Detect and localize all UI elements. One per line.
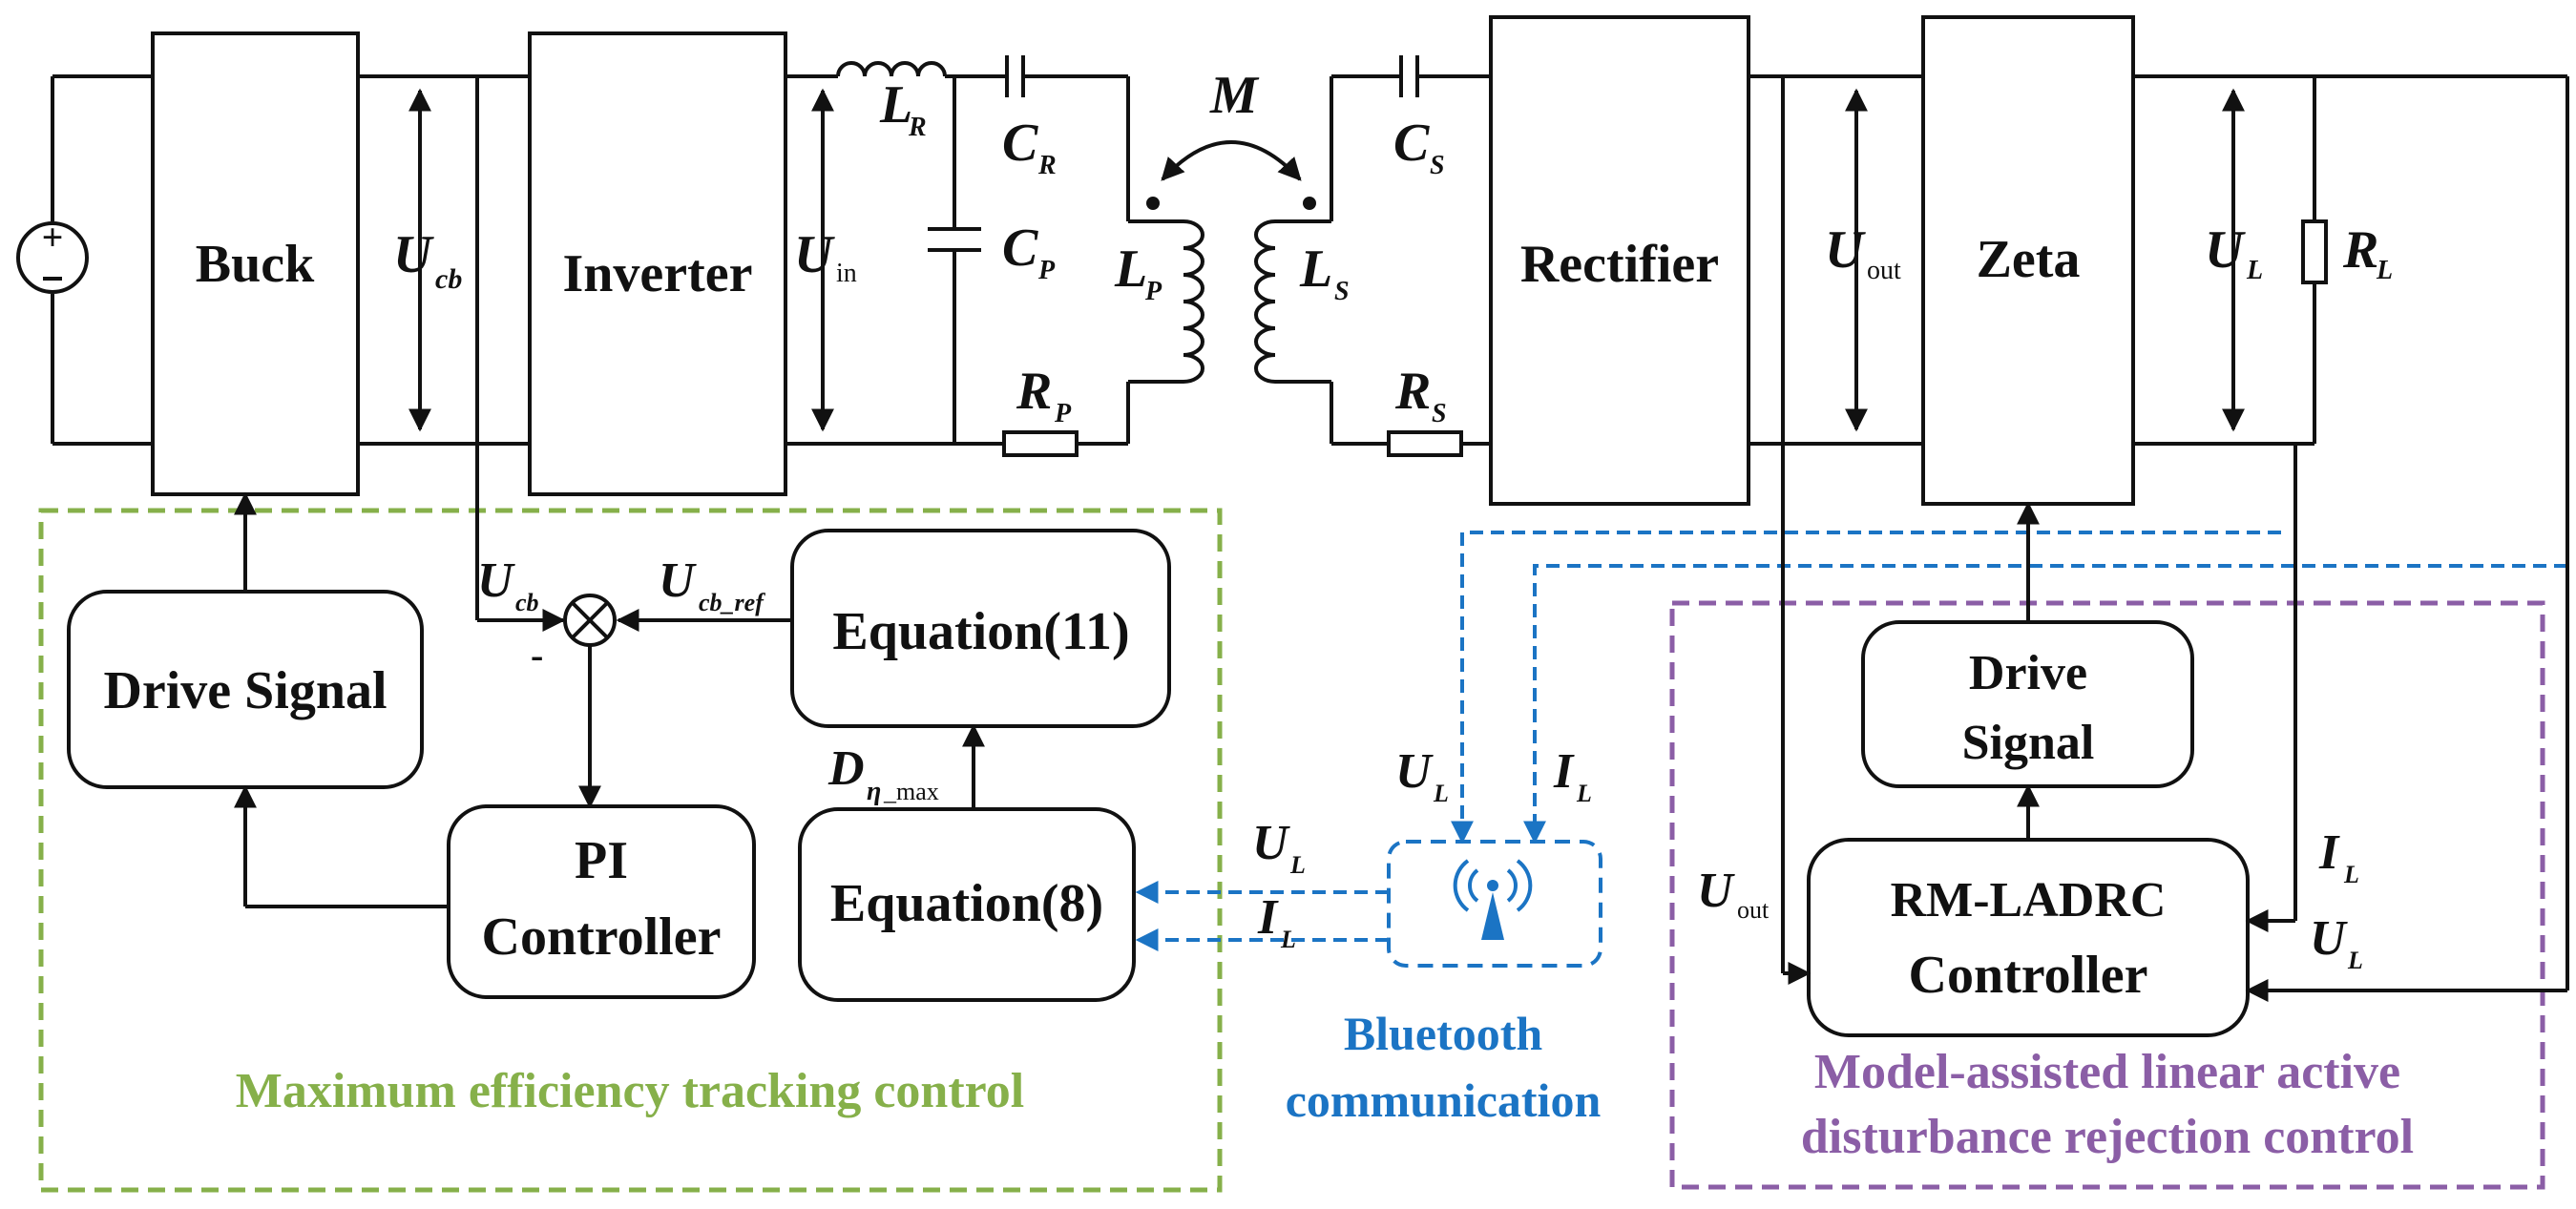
svg-text:S: S	[1432, 399, 1447, 428]
svg-text:P: P	[1144, 277, 1162, 306]
svg-text:L: L	[1299, 240, 1332, 299]
svg-text:+: +	[42, 216, 64, 259]
ladrc-caption-line2: disturbance rejection control	[1801, 1110, 2414, 1164]
uout-voltage-arrow: U out	[1825, 88, 1901, 432]
svg-text:C: C	[1002, 114, 1038, 173]
bluetooth-caption-line1: Bluetooth	[1344, 1007, 1543, 1060]
svg-text:RM-LADRC: RM-LADRC	[1891, 873, 2167, 928]
svg-text:L: L	[2343, 861, 2359, 888]
svg-text:L: L	[1433, 780, 1449, 807]
svg-text:PI: PI	[575, 831, 628, 890]
svg-text:R: R	[1037, 151, 1057, 180]
svg-text:Rectifier: Rectifier	[1520, 235, 1719, 294]
dc-source: +	[16, 74, 153, 446]
svg-text:R: R	[2342, 220, 2378, 280]
svg-text:L: L	[2347, 947, 2363, 974]
zeta-block: Zeta	[1921, 15, 2135, 506]
svg-text:Controller: Controller	[482, 907, 722, 967]
equation11-block: Equation(11)	[790, 529, 1171, 728]
minus-sign: -	[531, 634, 543, 677]
max-efficiency-region	[38, 508, 1223, 1193]
svg-text:R: R	[1394, 362, 1431, 421]
antenna-icon	[1453, 859, 1533, 940]
svg-text:U: U	[1825, 220, 1866, 280]
svg-text:out: out	[1737, 896, 1770, 924]
ucb-voltage-arrow: U cb	[393, 88, 462, 432]
svg-text:C: C	[1393, 114, 1430, 173]
svg-text:L: L	[1280, 926, 1296, 953]
coupled-coils: M L S	[1126, 66, 1350, 444]
svg-text:U: U	[477, 553, 515, 608]
svg-text:U: U	[1252, 816, 1290, 870]
summing-junction	[563, 594, 617, 647]
ucb-label: U	[393, 225, 434, 284]
svg-text:in: in	[836, 259, 857, 288]
inverter-label: Inverter	[562, 244, 752, 303]
svg-text:Controller: Controller	[1909, 946, 2148, 1005]
ucb-sub: cb	[435, 263, 462, 295]
ladrc-region	[1669, 600, 2545, 1190]
pi-controller-block: PI Controller	[447, 804, 756, 999]
svg-text:I: I	[2318, 825, 2340, 880]
load-resistor: R L	[2301, 76, 2393, 444]
mutual-inductance-label: M	[1209, 66, 1260, 125]
svg-text:L: L	[1289, 851, 1306, 879]
svg-text:R: R	[1016, 362, 1052, 421]
svg-text:Drive Signal: Drive Signal	[103, 661, 387, 720]
svg-text:L: L	[2376, 256, 2393, 285]
bluetooth-caption-line2: communication	[1286, 1074, 1602, 1127]
svg-text:L: L	[1576, 780, 1592, 807]
svg-text:Signal: Signal	[1962, 716, 2095, 770]
component-labels-primary: L R C R C P R P L P	[879, 75, 1162, 428]
ul-voltage-arrow: U L	[2205, 88, 2263, 432]
inverter-block: Inverter	[528, 31, 787, 496]
svg-text:Equation(11): Equation(11)	[832, 602, 1129, 661]
svg-text:U: U	[1395, 744, 1434, 799]
svg-text:U: U	[2310, 911, 2348, 966]
svg-text:_max: _max	[883, 778, 939, 805]
svg-text:Zeta: Zeta	[1977, 230, 2081, 289]
svg-text:I: I	[1257, 890, 1279, 945]
drive-signal-left-block: Drive Signal	[67, 590, 424, 789]
svg-text:L: L	[2246, 256, 2263, 285]
svg-text:S: S	[1430, 151, 1445, 180]
svg-text:C: C	[1002, 219, 1038, 278]
svg-text:out: out	[1867, 256, 1901, 285]
svg-text:U: U	[1697, 864, 1735, 918]
svg-text:R: R	[908, 113, 927, 142]
bluetooth-links	[1135, 531, 2567, 951]
uin-voltage-arrow: U in	[794, 88, 857, 432]
svg-text:U: U	[659, 553, 697, 608]
equation8-block: Equation(8)	[798, 807, 1136, 1002]
max-efficiency-caption: Maximum efficiency tracking control	[236, 1064, 1025, 1118]
svg-text:S: S	[1334, 277, 1350, 306]
svg-text:cb_ref: cb_ref	[699, 589, 765, 616]
buck-label: Buck	[196, 235, 315, 294]
svg-text:P: P	[1054, 399, 1072, 428]
svg-text:Drive: Drive	[1969, 646, 2087, 700]
buck-block: Buck	[151, 31, 360, 496]
svg-text:Equation(8): Equation(8)	[830, 874, 1103, 933]
bluetooth-module	[1387, 840, 1602, 968]
svg-text:I: I	[1553, 744, 1575, 799]
svg-text:U: U	[2205, 220, 2246, 280]
svg-text:P: P	[1037, 256, 1056, 285]
svg-text:L: L	[879, 75, 912, 135]
svg-text:η: η	[867, 777, 881, 806]
rmladrc-controller-block: RM-LADRC Controller	[1807, 838, 2250, 1037]
component-labels-secondary: C S R S	[1393, 114, 1447, 428]
svg-text:U: U	[794, 225, 835, 284]
ladrc-caption-line1: Model-assisted linear active	[1814, 1045, 2400, 1099]
svg-text:L: L	[1114, 240, 1147, 299]
drive-signal-right-block: Drive Signal	[1861, 620, 2194, 788]
rectifier-block: Rectifier	[1489, 15, 1750, 506]
svg-text:cb: cb	[515, 589, 539, 616]
svg-text:D: D	[827, 741, 865, 796]
